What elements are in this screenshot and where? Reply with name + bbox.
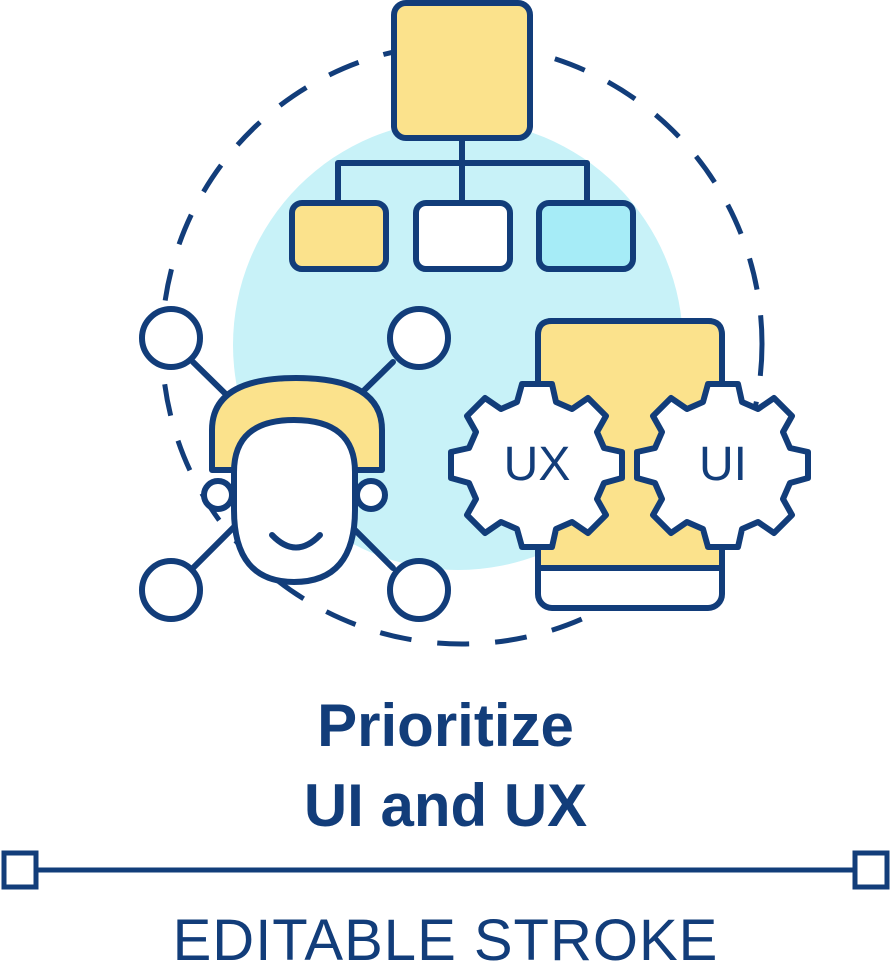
rule-anchor-right — [852, 850, 890, 890]
network-node-bottom-right — [387, 558, 451, 622]
editable-stroke-rule — [0, 848, 891, 898]
user-head — [201, 375, 388, 585]
illustration-svg: UX UI — [139, 0, 811, 647]
hierarchy-icon — [289, 0, 636, 272]
title-line-2: UI and UX — [303, 772, 588, 839]
gear-ux-shape — [448, 381, 625, 550]
hierarchy-left-node — [289, 200, 389, 272]
network-node-top-left — [139, 306, 203, 370]
gear-ui-shape — [634, 381, 811, 550]
network-node-bottom-left — [139, 558, 203, 622]
network-node-top-right — [387, 306, 451, 370]
gear-icon — [448, 381, 811, 550]
title-line-1: Prioritize — [317, 692, 574, 759]
gear-ui-label: UI — [699, 438, 747, 491]
gear-ux-label: UX — [504, 438, 571, 491]
hierarchy-middle-node — [413, 200, 513, 272]
user-smile — [269, 532, 323, 551]
rule-anchor-left — [1, 850, 39, 890]
editable-stroke-label: EDITABLE STROKE — [172, 908, 719, 973]
hierarchy-right-node — [536, 200, 636, 272]
user-network-icon — [139, 306, 451, 622]
hierarchy-top-node — [391, 0, 533, 141]
prioritize-ui-ux-illustration: UX UI — [139, 0, 811, 647]
